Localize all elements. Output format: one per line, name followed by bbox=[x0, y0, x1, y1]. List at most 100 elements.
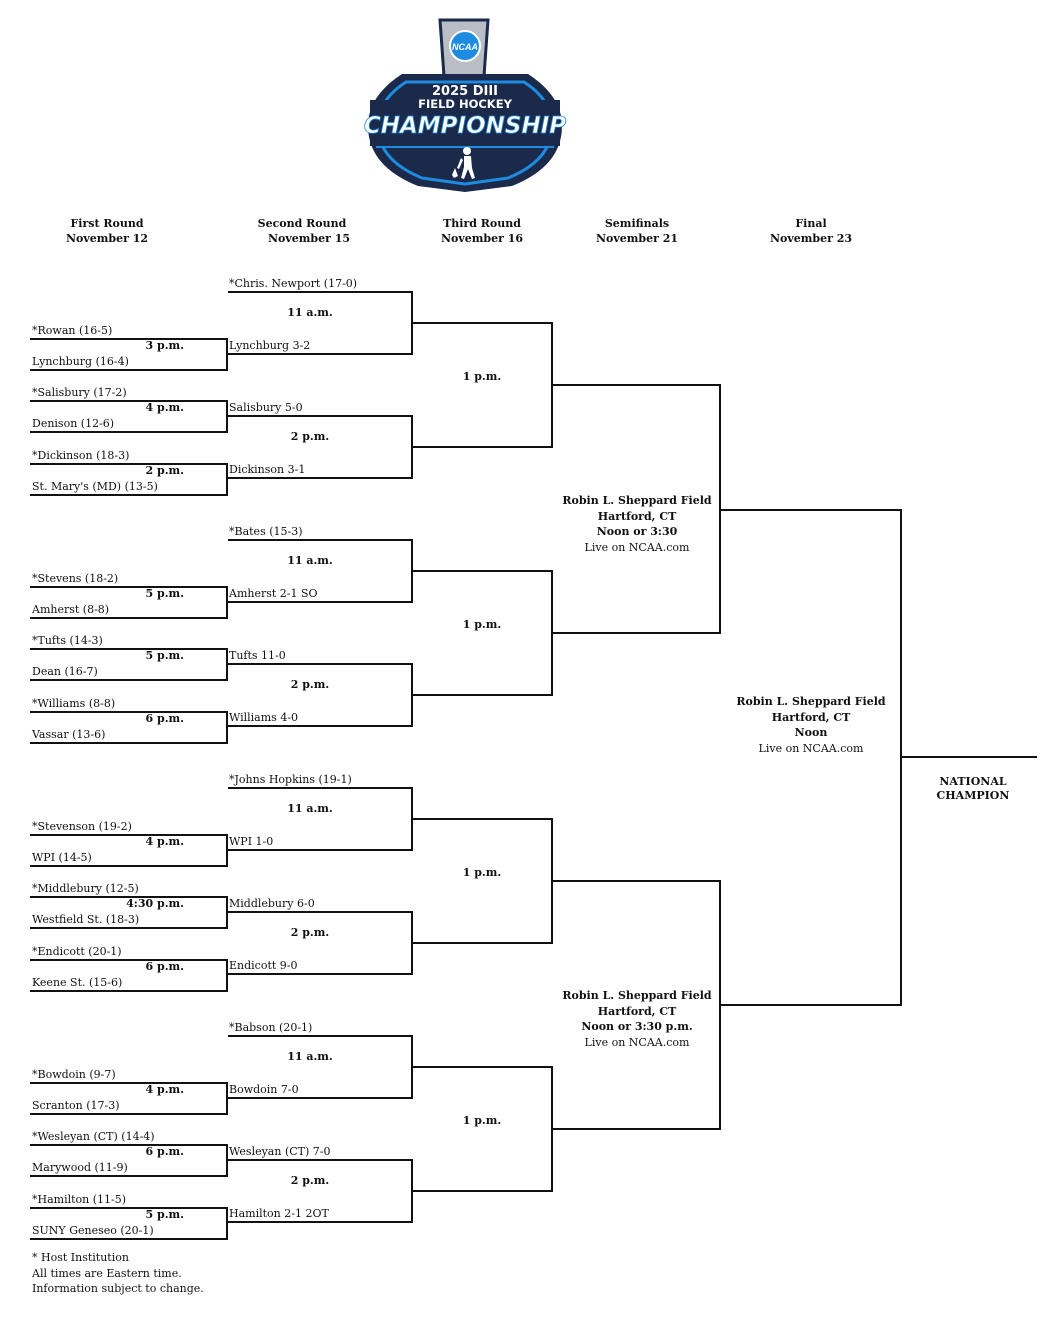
footnote-change: Information subject to change. bbox=[32, 1282, 204, 1295]
team-bottom: Lynchburg (16-4) bbox=[32, 355, 129, 368]
championship-logo: NCAA 2025 DIII FIELD HOCKEY CHAMPIONSHIP bbox=[362, 16, 568, 196]
round-header-final: Final November 23 bbox=[756, 216, 866, 246]
first-round-bottom-line bbox=[30, 494, 228, 496]
second-round-bottom-line bbox=[228, 849, 413, 851]
team-bottom: Scranton (17-3) bbox=[32, 1099, 120, 1112]
round-header-first: First Round November 12 bbox=[52, 216, 162, 246]
first-round-bottom-line bbox=[30, 1113, 228, 1115]
team-top: *Stevens (18-2) bbox=[32, 572, 119, 585]
venue-name: Robin L. Sheppard Field bbox=[562, 989, 712, 1002]
broadcast-link[interactable]: Live on NCAA.com bbox=[584, 540, 690, 554]
round-date: November 15 bbox=[267, 232, 351, 245]
second-round-bottom-line bbox=[228, 477, 413, 479]
team-top: *Hamilton (11-5) bbox=[32, 1193, 127, 1206]
game-time: 1 p.m. bbox=[462, 866, 502, 879]
game-time: 1 p.m. bbox=[462, 1114, 502, 1127]
team-bottom: Westfield St. (18-3) bbox=[32, 913, 140, 926]
game-time: Noon bbox=[794, 726, 828, 739]
footnote-times: All times are Eastern time. bbox=[32, 1266, 182, 1280]
first-round-top-line bbox=[30, 586, 228, 588]
first-round-connector bbox=[226, 711, 228, 744]
game-time: 5 p.m. bbox=[145, 1208, 184, 1221]
first-round-top-line bbox=[30, 959, 228, 961]
team-bottom: WPI 1-0 bbox=[229, 835, 274, 848]
first-round-bottom-line bbox=[30, 679, 228, 681]
second-round-bottom-line bbox=[228, 973, 413, 975]
second-round-bottom-line bbox=[228, 725, 413, 727]
team-bottom: Lynchburg 3-2 bbox=[229, 339, 311, 352]
round-name: Second Round bbox=[257, 217, 347, 230]
first-round-top-line bbox=[30, 1082, 228, 1084]
third-round-top-line bbox=[411, 322, 553, 324]
second-round-top-line bbox=[228, 911, 413, 913]
game-time: 4 p.m. bbox=[145, 401, 184, 414]
first-round-top-line bbox=[30, 834, 228, 836]
team-bottom: Vassar (13-6) bbox=[32, 728, 106, 741]
round-header-semifinals: Semifinals November 21 bbox=[582, 216, 692, 246]
broadcast-link[interactable]: Live on NCAA.com bbox=[584, 1035, 690, 1049]
round-date: November 23 bbox=[769, 232, 853, 245]
logo-line1: 2025 DIII bbox=[432, 84, 498, 99]
first-round-bottom-line bbox=[30, 927, 228, 929]
team-bottom: Williams 4-0 bbox=[229, 711, 299, 724]
first-round-bottom-line bbox=[30, 990, 228, 992]
venue-city: Hartford, CT bbox=[597, 1004, 677, 1018]
round-date: November 16 bbox=[440, 232, 524, 245]
first-round-connector bbox=[226, 586, 228, 619]
semifinal-top-line bbox=[551, 384, 721, 386]
second-round-top-line bbox=[228, 1035, 413, 1037]
team-top: *Endicott (20-1) bbox=[32, 945, 122, 958]
semifinal-bottom-line bbox=[551, 1128, 721, 1130]
logo-line3: CHAMPIONSHIP bbox=[364, 113, 566, 139]
second-round-top-line bbox=[228, 291, 413, 293]
team-bottom: Endicott 9-0 bbox=[229, 959, 298, 972]
final-top-line bbox=[719, 509, 902, 511]
round-name: Third Round bbox=[443, 217, 521, 230]
team-top: *Tufts (14-3) bbox=[32, 634, 103, 647]
venue-name: Robin L. Sheppard Field bbox=[562, 494, 712, 507]
first-round-top-line bbox=[30, 711, 228, 713]
third-round-top-line bbox=[411, 1066, 553, 1068]
broadcast-link[interactable]: Live on NCAA.com bbox=[758, 741, 864, 755]
ncaa-disc-icon bbox=[449, 30, 481, 62]
first-round-connector bbox=[226, 1082, 228, 1115]
team-bottom: Dickinson 3-1 bbox=[229, 463, 306, 476]
second-round-bottom-line bbox=[228, 1221, 413, 1223]
second-round-top-line bbox=[228, 415, 413, 417]
champion-line2: CHAMPION bbox=[936, 789, 1010, 802]
team-bottom: Amherst 2-1 SO bbox=[229, 587, 318, 600]
first-round-connector bbox=[226, 338, 228, 371]
first-round-bottom-line bbox=[30, 617, 228, 619]
third-round-bottom-line bbox=[411, 446, 553, 448]
game-time: 4 p.m. bbox=[145, 835, 184, 848]
first-round-top-line bbox=[30, 896, 228, 898]
team-bottom: SUNY Geneseo (20-1) bbox=[32, 1224, 154, 1237]
team-top: Tufts 11-0 bbox=[229, 649, 286, 662]
game-time: 11 a.m. bbox=[287, 1050, 333, 1063]
second-round-top-line bbox=[228, 787, 413, 789]
second-round-bottom-line bbox=[228, 353, 413, 355]
first-round-connector bbox=[226, 1144, 228, 1177]
team-top: *Johns Hopkins (19-1) bbox=[229, 773, 352, 786]
game-time: 6 p.m. bbox=[145, 960, 184, 973]
national-champion-label: NATIONAL CHAMPION bbox=[918, 775, 1028, 803]
game-time: Noon or 3:30 bbox=[596, 525, 678, 538]
round-name: Final bbox=[795, 217, 827, 230]
first-round-connector bbox=[226, 896, 228, 929]
second-round-top-line bbox=[228, 539, 413, 541]
third-round-top-line bbox=[411, 570, 553, 572]
team-bottom: Denison (12-6) bbox=[32, 417, 115, 430]
game-time: 4:30 p.m. bbox=[126, 897, 184, 910]
team-bottom: St. Mary's (MD) (13-5) bbox=[32, 480, 158, 493]
team-top: *Rowan (16-5) bbox=[32, 324, 113, 337]
team-top: Salisbury 5-0 bbox=[229, 401, 303, 414]
team-bottom: WPI (14-5) bbox=[32, 851, 92, 864]
first-round-top-line bbox=[30, 1144, 228, 1146]
champion-line1: NATIONAL bbox=[939, 775, 1007, 788]
game-time: 3 p.m. bbox=[145, 339, 184, 352]
final-info: Robin L. Sheppard Field Hartford, CT Noo… bbox=[731, 694, 891, 756]
logo-ncaa: NCAA bbox=[452, 42, 478, 52]
game-time: 6 p.m. bbox=[145, 712, 184, 725]
game-time: 2 p.m. bbox=[290, 1174, 330, 1187]
game-time: 11 a.m. bbox=[287, 554, 333, 567]
